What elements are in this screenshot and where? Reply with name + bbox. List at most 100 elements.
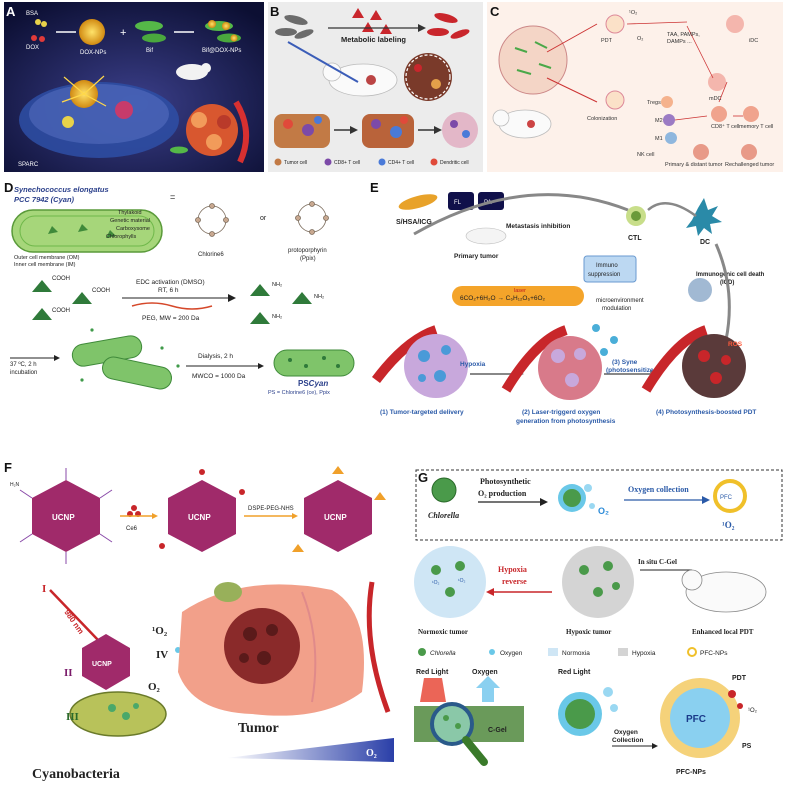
- equals-sign: =: [170, 192, 175, 202]
- peg-label: PEG, MW = 200 Da: [142, 315, 200, 322]
- chlorophylls-label: Chlorophylls: [106, 234, 137, 240]
- dspe-peg-label: DSPE-PEG-NHS: [248, 506, 294, 512]
- panel-d-letter: D: [4, 180, 14, 195]
- red-light-label-1: Red Light: [416, 669, 449, 676]
- ucnp-label-4: UCNP: [92, 661, 112, 668]
- dc-label: DC: [700, 239, 710, 246]
- step4-label: (4) Photosynthesis-boosted PDT: [656, 409, 756, 416]
- nh2-label: H₂N: [10, 482, 20, 488]
- panel-b-legend: Tumor cell CD8+ T cell CD4+ T cell Dendr…: [274, 158, 469, 166]
- panel-f-letter: F: [4, 460, 12, 475]
- m1-label: M1: [655, 136, 663, 142]
- syne-label: (3) Syne: [612, 359, 638, 366]
- oxygen-collection-label-b: Collection: [612, 737, 643, 744]
- ppix-label: (Ppix): [300, 256, 316, 262]
- legend-pfc-nps: PFC-NPs: [700, 650, 728, 657]
- dialysis-label: Dialysis, 2 h: [198, 353, 233, 360]
- roman-i-label: I: [42, 583, 46, 595]
- bifdox-label: Bif@DOX-NPs: [202, 48, 241, 54]
- panel-c: ¹O₂ PDT O₂ TAA, PAMPs, DAMPs ... iDC mDC…: [487, 2, 783, 172]
- oxygen-collection-label-a: Oxygen: [614, 729, 638, 736]
- panel-d-illustration: Synechococcus elongatus PCC 7942 (Cyan) …: [2, 180, 362, 400]
- cyanobacteria-label: Cyanobacteria: [32, 767, 120, 782]
- suppression-label: suppression: [588, 272, 620, 278]
- oxygen-label: O₂: [637, 36, 643, 42]
- oxygen-label: O₂: [148, 681, 161, 693]
- bsa-label: BSA: [26, 11, 38, 17]
- roman-ii-label: II: [64, 667, 73, 679]
- normoxic-tumor-label: Normoxic tumor: [418, 628, 468, 636]
- panel-g-illustration: Chlorella Photosynthetic O₂ production O…: [402, 462, 786, 787]
- singlet-oxygen-label: ¹O₂: [629, 10, 637, 16]
- in-situ-cgel-label: In situ C-Gel: [638, 558, 677, 566]
- nk-cell-label: NK cell: [637, 152, 654, 158]
- panel-e: S/HSA/ICG FL PA Metastasis inhibition Pr…: [366, 180, 784, 430]
- cooh-label-1: COOH: [52, 276, 70, 282]
- primary-tumor-label: Primary & distant tumor: [665, 162, 723, 168]
- pfc-label: PFC: [720, 495, 733, 501]
- rechallenged-label: Rechallenged tumor: [725, 162, 774, 168]
- legend-cd8-t-cell: CD8+ T cell: [334, 160, 360, 166]
- step2-label-a: (2) Laser-triggerd oxygen: [522, 409, 600, 416]
- m2-label: M2: [655, 118, 663, 124]
- panel-b-illustration: Metabolic labeling Tumor cell CD8+ T cel…: [268, 2, 483, 172]
- panel-c-letter: C: [490, 4, 500, 19]
- ucnp-label-3: UCNP: [324, 513, 347, 522]
- hypoxia-reverse-label-b: reverse: [502, 577, 527, 586]
- pscyan-label: PSCyan: [298, 379, 328, 388]
- cd8-label: CD8⁺ T cell: [711, 123, 739, 130]
- mdc-label: mDC: [709, 96, 722, 102]
- chlorine6-label: Chlorine6: [198, 252, 224, 258]
- microenvironment-label: microenvironment: [596, 298, 644, 304]
- ps-label: PS: [742, 743, 752, 750]
- panel-a-illustration: + BSA DOX DOX-NPs Bif Bif@DOX-NPs SPARC: [4, 2, 264, 172]
- legend-dendritic-cell: Dendritic cell: [440, 160, 469, 166]
- ros-label: ROS: [728, 341, 743, 348]
- legend-normoxia: Normoxia: [562, 650, 590, 657]
- cgel-label: C-Gel: [488, 727, 507, 734]
- panel-e-steps: (1) Tumor-targeted delivery (2) Laser-tr…: [380, 409, 756, 425]
- photosynthesis-reaction-label: 6CO₂+6H₂O → C₆H₁₂O₆+6O₂: [460, 295, 546, 302]
- legend-tumor-cell: Tumor cell: [284, 160, 307, 166]
- ucnp-label-2: UCNP: [188, 513, 211, 522]
- primary-tumor-label: Primary tumor: [454, 253, 499, 260]
- singlet-oxygen-label: ¹O₂: [152, 625, 168, 637]
- panel-g: Chlorella Photosynthetic O₂ production O…: [402, 462, 786, 787]
- temperature-label: 37 ºC, 2 h: [10, 361, 37, 368]
- bif-label: Bif: [146, 48, 153, 54]
- panel-g-letter: G: [418, 470, 429, 485]
- panel-f-illustration: UCNP H₂N Ce6 UCNP DSPE-PEG-NHS UCNP 980 …: [2, 462, 398, 787]
- panel-a: + BSA DOX DOX-NPs Bif Bif@DOX-NPs SPARC: [4, 2, 264, 172]
- hypoxia-reverse-label-a: Hypoxia: [498, 565, 527, 574]
- sparc-label: SPARC: [18, 162, 39, 168]
- taa-label: TAA, PAMPs,: [667, 32, 700, 38]
- ps-note-label: PS = Chlorine6 (ce), Ppix: [268, 390, 330, 396]
- o2-production-label: O₂ production: [478, 489, 527, 498]
- pdt-label: PDT: [732, 675, 747, 682]
- rt-6h-label: RT, 6 h: [158, 287, 179, 294]
- tregs-label: Tregs: [647, 100, 661, 106]
- legend-cd4-t-cell: CD4+ T cell: [388, 160, 414, 166]
- legend-hypoxia: Hypoxia: [632, 650, 656, 657]
- laser-label: laser: [514, 288, 526, 294]
- edc-activation-label: EDC activation (DMSO): [136, 279, 205, 286]
- singlet-oxygen-label: ¹O₂: [722, 520, 735, 530]
- chlorella-label: Chlorella: [428, 511, 459, 520]
- cooh-label-3: COOH: [52, 308, 70, 314]
- panel-g-legend: Chlorella Oxygen Normoxia Hypoxia PFC-NP…: [418, 647, 728, 657]
- protoporphyrin-label: protoporphyrin: [288, 248, 327, 254]
- or-label: or: [260, 215, 267, 222]
- oxygen-gradient-label: O₂: [366, 748, 377, 759]
- so2-mark-1: ¹O₂: [432, 580, 440, 586]
- immuno-label: Immuno: [596, 263, 618, 269]
- nh2-label-1: NH₂: [272, 282, 282, 288]
- so2-mark-2: ¹O₂: [458, 578, 466, 584]
- organism-name: Synechococcus elongatus: [14, 185, 109, 194]
- panel-b-letter: B: [270, 4, 280, 19]
- outer-membrane-label: Outer cell membrane (OM): [14, 255, 80, 261]
- red-light-label-2: Red Light: [558, 669, 591, 676]
- panel-b: Metabolic labeling Tumor cell CD8+ T cel…: [268, 2, 483, 172]
- organism-strain: PCC 7942 (Cyan): [14, 195, 75, 204]
- roman-iv-label: IV: [156, 649, 168, 661]
- tumor-label: Tumor: [238, 721, 279, 736]
